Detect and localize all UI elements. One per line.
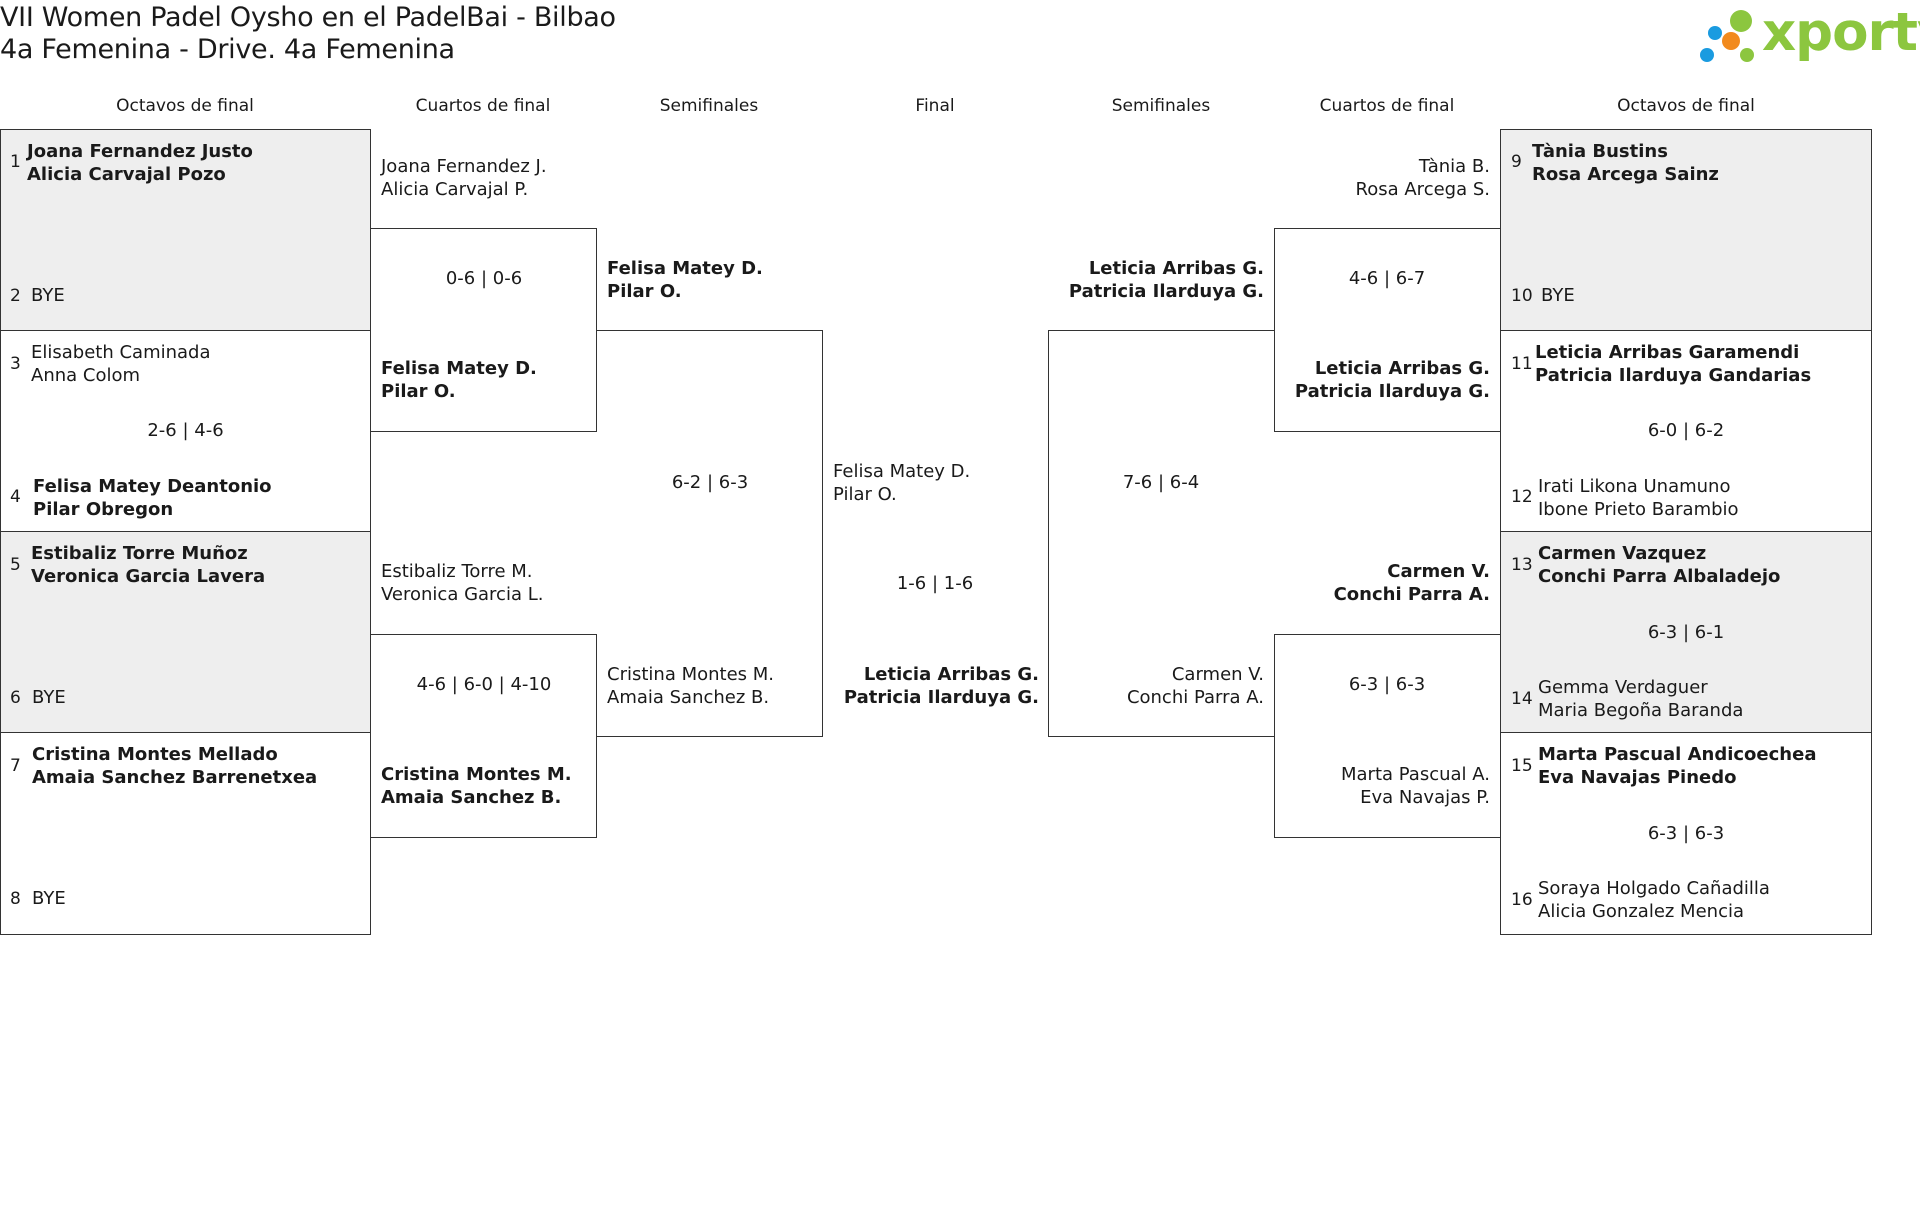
match-qf-right-1[interactable] bbox=[1274, 228, 1501, 432]
round-header-r16-left: Octavos de final bbox=[116, 96, 254, 116]
round-header-qf-right: Cuartos de final bbox=[1319, 96, 1455, 116]
match-r16-left-1[interactable] bbox=[0, 129, 371, 331]
team-entry[interactable]: Cristina Montes M.Amaia Sanchez B. bbox=[381, 764, 572, 808]
xporty-logo[interactable]: xporty bbox=[1696, 2, 1920, 70]
match-score: 6-3 | 6-1 bbox=[1647, 622, 1725, 643]
seed-number: 11 bbox=[1511, 354, 1533, 374]
match-score: 6-3 | 6-3 bbox=[1348, 674, 1426, 695]
category-title: 4a Femenina - Drive. 4a Femenina bbox=[0, 34, 455, 65]
team-entry[interactable]: Joana Fernandez J.Alicia Carvajal P. bbox=[381, 156, 547, 200]
seed-number: 9 bbox=[1511, 152, 1522, 172]
round-header-sf-left: Semifinales bbox=[659, 96, 759, 116]
seed-number: 7 bbox=[10, 756, 21, 776]
tournament-title: VII Women Padel Oysho en el PadelBai - B… bbox=[0, 2, 616, 33]
match-score: 6-3 | 6-3 bbox=[1647, 823, 1725, 844]
match-qf-right-2[interactable] bbox=[1274, 634, 1501, 838]
team-entry[interactable]: Leticia Arribas G.Patricia Ilarduya G. bbox=[1294, 358, 1490, 402]
round-header-r16-right: Octavos de final bbox=[1617, 96, 1755, 116]
seed-number: 6 bbox=[10, 688, 21, 708]
seed-number: 4 bbox=[10, 487, 21, 507]
team-entry[interactable]: Carmen V.Conchi Parra A. bbox=[1126, 664, 1264, 708]
match-score: 4-6 | 6-0 | 4-10 bbox=[416, 674, 552, 695]
seed-number: 16 bbox=[1511, 890, 1533, 910]
seed-number: 10 bbox=[1511, 286, 1533, 306]
team-entry[interactable]: Marta Pascual A.Eva Navajas P. bbox=[1340, 764, 1490, 808]
seed-number: 8 bbox=[10, 889, 21, 909]
logo-dot-blue-icon bbox=[1708, 26, 1722, 40]
match-r16-right-4[interactable] bbox=[1500, 732, 1872, 935]
team-entry[interactable]: Felisa Matey D.Pilar O. bbox=[833, 461, 971, 505]
round-header-qf-left: Cuartos de final bbox=[415, 96, 551, 116]
match-r16-left-4[interactable] bbox=[0, 732, 371, 935]
match-r16-right-3[interactable] bbox=[1500, 531, 1872, 733]
team-entry[interactable]: Carmen V.Conchi Parra A. bbox=[1333, 561, 1490, 605]
logo-dot-blue2-icon bbox=[1700, 48, 1714, 62]
match-score: 7-6 | 6-4 bbox=[1122, 472, 1200, 493]
match-qf-left-1[interactable] bbox=[371, 228, 597, 432]
team-entry-bye: BYE bbox=[32, 687, 66, 708]
logo-wordmark: xporty bbox=[1762, 2, 1920, 63]
seed-number: 12 bbox=[1511, 487, 1533, 507]
match-r16-right-1[interactable] bbox=[1500, 129, 1872, 331]
team-entry[interactable]: Tània B.Rosa Arcega S. bbox=[1355, 156, 1490, 200]
match-score: 4-6 | 6-7 bbox=[1348, 268, 1426, 289]
match-score: 6-0 | 6-2 bbox=[1647, 420, 1725, 441]
seed-number: 1 bbox=[10, 152, 21, 172]
seed-number: 5 bbox=[10, 555, 21, 575]
match-sf-right[interactable] bbox=[1048, 330, 1275, 737]
team-entry[interactable]: Estibaliz Torre M.Veronica Garcia L. bbox=[381, 561, 544, 605]
seed-number: 15 bbox=[1511, 756, 1533, 776]
match-score: 6-2 | 6-3 bbox=[671, 472, 749, 493]
logo-dot-orange-icon bbox=[1722, 32, 1740, 50]
round-header-sf-right: Semifinales bbox=[1111, 96, 1211, 116]
team-entry-bye: BYE bbox=[32, 888, 66, 909]
final-score: 1-6 | 1-6 bbox=[896, 573, 974, 594]
match-score: 2-6 | 4-6 bbox=[147, 420, 224, 441]
team-entry[interactable]: Leticia Arribas G.Patricia Ilarduya G. bbox=[843, 664, 1039, 708]
logo-dot-green-icon bbox=[1730, 10, 1752, 32]
team-entry-bye: BYE bbox=[1541, 285, 1575, 306]
match-sf-left[interactable] bbox=[597, 330, 823, 737]
match-score: 0-6 | 0-6 bbox=[445, 268, 523, 289]
seed-number: 2 bbox=[10, 286, 21, 306]
logo-dot-green2-icon bbox=[1740, 48, 1754, 62]
seed-number: 13 bbox=[1511, 555, 1533, 575]
team-entry[interactable]: Felisa Matey D.Pilar O. bbox=[607, 258, 763, 302]
match-qf-left-2[interactable] bbox=[371, 634, 597, 838]
team-entry-bye: BYE bbox=[31, 285, 65, 306]
round-header-final: Final bbox=[915, 96, 955, 116]
team-entry[interactable]: Cristina Montes M.Amaia Sanchez B. bbox=[607, 664, 775, 708]
team-entry[interactable]: Leticia Arribas G.Patricia Ilarduya G. bbox=[1068, 258, 1264, 302]
team-entry[interactable]: Felisa Matey D.Pilar O. bbox=[381, 358, 537, 402]
seed-number: 3 bbox=[10, 354, 21, 374]
match-r16-left-3[interactable] bbox=[0, 531, 371, 733]
seed-number: 14 bbox=[1511, 689, 1533, 709]
